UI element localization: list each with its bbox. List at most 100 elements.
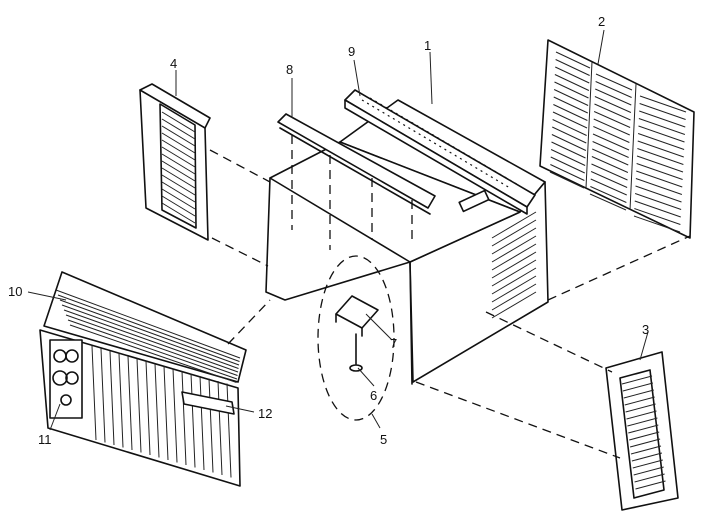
slat-line [57, 294, 240, 362]
grille-slot [551, 141, 586, 159]
slat-line [621, 375, 653, 385]
grille-slot [592, 148, 629, 166]
slat-line [67, 319, 238, 380]
grille-slot [593, 111, 631, 128]
part-12-air-filter [181, 391, 235, 415]
slat-line [109, 350, 115, 446]
grille-slot [594, 103, 631, 121]
grille-slot [550, 149, 586, 166]
grille-slot [591, 156, 629, 173]
slat-line [127, 355, 133, 451]
callout-9: 9 [348, 44, 355, 59]
slat-line [631, 452, 663, 462]
slat-line [161, 132, 196, 154]
slat-line [629, 431, 660, 441]
part-11-control-knobs [49, 339, 83, 419]
grille-slot [550, 156, 585, 174]
slat-line [190, 373, 196, 468]
grille-slot [549, 171, 585, 189]
slat-line [161, 188, 196, 210]
grille-slot [636, 163, 683, 180]
grille-slot [552, 126, 587, 144]
part-8-channel-bar [277, 113, 436, 250]
grille-slot [593, 118, 630, 136]
slat-line [199, 375, 205, 471]
grille-slot [635, 185, 682, 203]
cabinet-side-louvers [491, 211, 537, 319]
slat-line [622, 382, 654, 392]
grille-slot [553, 89, 589, 106]
slat-line [161, 153, 196, 175]
slat-line [100, 348, 106, 443]
callout-3: 3 [642, 322, 649, 337]
slat-line [172, 368, 178, 463]
slat-line [145, 360, 151, 456]
grille-slot [637, 148, 684, 165]
callout-8: 8 [286, 62, 293, 77]
part-5-detail-inset [317, 255, 395, 421]
slat-line [163, 365, 169, 461]
grille-slot [637, 140, 684, 158]
grille-slot [593, 126, 630, 143]
slat-line [69, 324, 237, 383]
callout-labels: 1 2 3 4 5 6 7 8 9 10 11 12 [8, 14, 649, 447]
grille-slot [638, 118, 686, 135]
slat-line [136, 358, 142, 453]
part-7-bracket [335, 295, 379, 337]
slat-line [633, 466, 664, 476]
grille-slot [590, 178, 627, 196]
callout-6: 6 [370, 388, 377, 403]
grille-slot [589, 193, 627, 211]
grille-slot [636, 170, 683, 188]
part-10-front-grille-assembly [39, 271, 247, 487]
slat-line [161, 125, 196, 147]
grille-slot [594, 96, 632, 113]
slat-line [217, 380, 223, 476]
slat-line [61, 304, 239, 369]
part-9-top-seal-strip [344, 89, 536, 215]
grille-slot [554, 81, 589, 99]
grille-slot [595, 73, 633, 91]
grille-slot [639, 110, 686, 128]
grille-slot [636, 155, 684, 173]
grille-slot [633, 215, 681, 233]
grille-slot [634, 200, 681, 218]
slat-line [161, 167, 196, 189]
grille-slot [590, 186, 627, 203]
slat-line [161, 160, 196, 182]
slat-line [226, 383, 232, 478]
grille-slot [551, 134, 587, 151]
grille-slot [550, 164, 585, 181]
callout-1: 1 [424, 38, 431, 53]
slat-line [154, 363, 160, 458]
grille-slot [592, 141, 629, 158]
grille-slot [555, 51, 591, 69]
slat-line [625, 403, 656, 413]
callout-7: 7 [390, 336, 397, 351]
slat-line [55, 289, 241, 359]
slat-line [634, 473, 665, 483]
slat-line [626, 410, 657, 420]
grille-slot [552, 111, 588, 129]
grille-slot [634, 208, 681, 225]
grille-slot [635, 178, 683, 195]
grille-slot [554, 74, 590, 91]
grille-slot [591, 163, 628, 181]
grille-slot [590, 171, 628, 188]
grille-slot [595, 88, 632, 106]
slat-line [161, 146, 196, 168]
slat-line [161, 111, 196, 133]
callout-10: 10 [8, 284, 22, 299]
slat-line [118, 353, 124, 448]
assembly-guide-lines [209, 149, 691, 459]
callout-12: 12 [258, 406, 272, 421]
part-3-right-side-curtain [605, 351, 679, 511]
grille-slot [592, 133, 630, 151]
slat-line [632, 459, 663, 469]
callout-4: 4 [170, 56, 177, 71]
slat-line [63, 309, 239, 373]
slat-line [623, 389, 654, 399]
slat-line [629, 438, 661, 448]
slat-line [181, 370, 187, 466]
